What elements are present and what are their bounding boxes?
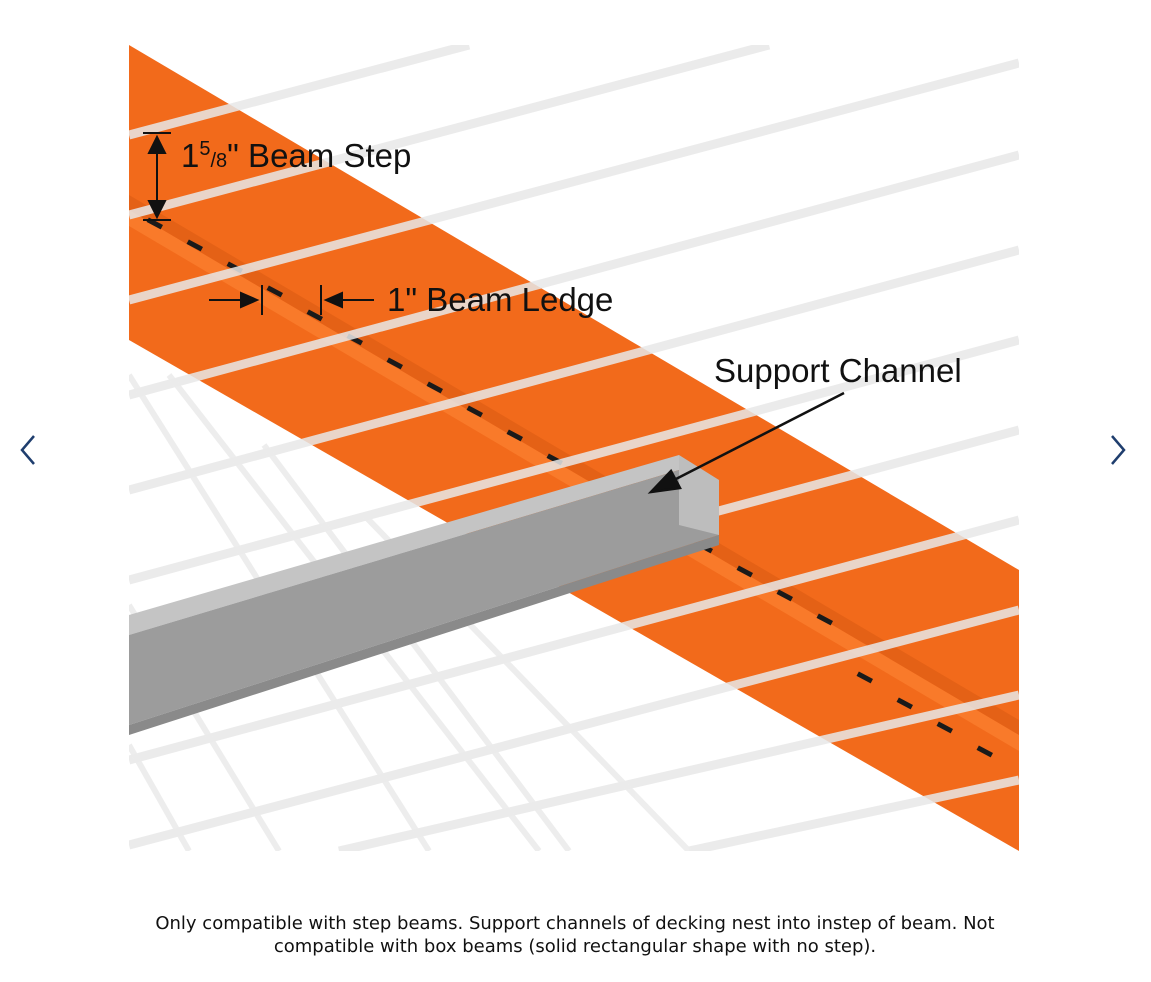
slide-caption: Only compatible with step beams. Support… xyxy=(100,912,1050,958)
caption-line-1: Only compatible with step beams. Support… xyxy=(155,913,995,934)
wire-decking-beam-diagram: 15/8" Beam Step 1" Beam Ledge Support Ch… xyxy=(129,45,1019,851)
wire-mesh xyxy=(129,45,1019,851)
chevron-left-icon xyxy=(20,435,35,465)
beam-ledge-label: 1" Beam Ledge xyxy=(387,281,613,318)
next-slide-button[interactable] xyxy=(1098,430,1138,470)
chevron-right-icon xyxy=(1111,435,1126,465)
beam-step-dimension xyxy=(143,132,171,221)
support-channel-label: Support Channel xyxy=(714,352,962,389)
support-channel xyxy=(129,455,719,735)
orange-step-beam xyxy=(129,45,1019,851)
previous-slide-button[interactable] xyxy=(8,430,48,470)
support-channel-pointer xyxy=(647,391,845,494)
beam-step-label: 15/8" Beam Step xyxy=(181,137,411,174)
beam-ledge-dimension xyxy=(209,285,374,315)
caption-line-2: compatible with box beams (solid rectang… xyxy=(273,936,877,957)
